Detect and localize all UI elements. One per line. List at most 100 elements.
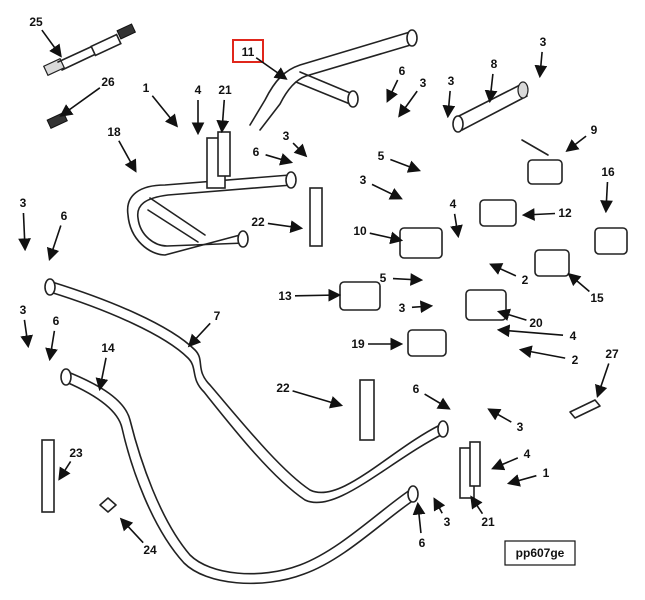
callout-label-4[interactable]: 4 [524,447,531,461]
callout-label-22[interactable]: 22 [276,381,290,395]
callout-arrow-3 [411,300,434,314]
callout-arrow-3 [433,497,446,514]
callout-label-1[interactable]: 1 [143,81,150,95]
callout-label-7[interactable]: 7 [214,309,221,323]
callout-arrow-20 [496,308,527,321]
callout-arrow-3 [442,90,456,119]
pipe-11-drawing [249,29,418,131]
fitting-26-drawing [46,111,68,129]
callout-label-8[interactable]: 8 [491,57,498,71]
callout-label-25[interactable]: 25 [29,15,43,29]
callout-label-19[interactable]: 19 [351,337,365,351]
callout-label-2[interactable]: 2 [522,273,529,287]
callout-label-26[interactable]: 26 [101,75,115,89]
callout-arrow-3 [18,212,31,252]
callout-label-4[interactable]: 4 [450,197,457,211]
callout-label-10[interactable]: 10 [353,224,367,238]
callout-arrow-5 [390,158,421,173]
strap-27-drawing [569,399,601,419]
callout-arrow-3 [20,319,33,349]
strap-23-drawing [41,439,55,513]
callout-label-18[interactable]: 18 [107,125,121,139]
pipe-18-drawing [126,171,297,256]
clamp-21-upper-drawing [206,131,231,189]
callout-arrow-3 [371,183,403,200]
strap-22-upper-drawing [309,187,323,247]
callout-arrow-1 [506,474,537,487]
callout-arrow-3 [398,90,418,118]
hose-25-drawing [42,23,137,77]
callout-arrow-15 [567,272,590,293]
callout-label-20[interactable]: 20 [529,316,543,330]
callout-arrow-6 [412,501,426,534]
strap-22-lower-drawing [359,379,375,441]
callout-arrow-4 [450,213,463,239]
callout-label-1[interactable]: 1 [543,466,550,480]
callout-label-16[interactable]: 16 [601,165,615,179]
callout-arrow-13 [294,288,342,302]
callout-label-3[interactable]: 3 [444,515,451,529]
callout-label-6[interactable]: 6 [413,382,420,396]
callout-label-3[interactable]: 3 [517,420,524,434]
callout-arrow-2 [489,263,517,277]
callout-label-6[interactable]: 6 [253,145,260,159]
callout-arrow-21 [470,495,484,515]
callout-label-6[interactable]: 6 [419,536,426,550]
callout-label-3[interactable]: 3 [283,129,290,143]
callout-label-3[interactable]: 3 [360,173,367,187]
callout-label-27[interactable]: 27 [605,347,619,361]
callout-label-4[interactable]: 4 [195,83,202,97]
callout-arrow-6 [386,79,399,103]
callout-label-21[interactable]: 21 [481,515,495,529]
callout-label-9[interactable]: 9 [591,123,598,137]
callout-label-6[interactable]: 6 [61,209,68,223]
callout-label-2[interactable]: 2 [572,353,579,367]
callout-arrow-22 [292,390,344,409]
callout-label-5[interactable]: 5 [380,271,387,285]
callout-label-3[interactable]: 3 [448,74,455,88]
callout-label-23[interactable]: 23 [69,446,83,460]
callout-arrow-22 [267,220,304,233]
callout-label-6[interactable]: 6 [53,314,60,328]
callout-label-11[interactable]: 11 [242,45,255,59]
callout-arrow-4 [491,457,519,471]
callout-label-24[interactable]: 24 [143,543,157,557]
callout-label-3[interactable]: 3 [399,301,406,315]
callout-arrow-5 [392,273,424,286]
callout-label-12[interactable]: 12 [558,206,572,220]
callout-label-3[interactable]: 3 [540,35,547,49]
callout-label-3[interactable]: 3 [420,76,427,90]
callout-highlight-box [232,39,264,63]
callout-label-3[interactable]: 3 [20,303,27,317]
callout-arrow-26 [59,87,101,117]
callout-arrow-11 [255,57,288,80]
callout-label-3[interactable]: 3 [20,196,27,210]
callout-label-14[interactable]: 14 [101,341,115,355]
callout-label-4[interactable]: 4 [570,329,577,343]
callout-label-5[interactable]: 5 [378,149,385,163]
pipe-14-drawing [60,368,419,585]
pipe-7-drawing [44,278,449,504]
clip-24-drawing [99,497,117,513]
callout-arrow-3 [292,142,308,158]
callout-arrow-6 [46,225,62,262]
callout-label-13[interactable]: 13 [278,289,292,303]
callout-arrow-14 [95,357,109,392]
callout-arrow-6 [424,393,451,410]
callout-label-6[interactable]: 6 [399,64,406,78]
callout-arrow-18 [118,140,137,173]
callout-arrow-3 [487,408,512,423]
callout-label-15[interactable]: 15 [590,291,604,305]
clamp-21-lower-drawing [459,441,481,499]
callout-label-22[interactable]: 22 [251,215,265,229]
callout-arrow-25 [41,29,62,58]
fittings-drawing [339,139,628,357]
callout-arrow-6 [265,153,294,166]
callout-arrow-10 [369,231,404,245]
callout-label-21[interactable]: 21 [218,83,232,97]
callout-arrow-3 [534,51,548,79]
callout-arrow-1 [151,95,179,128]
callout-arrow-27 [595,363,610,399]
